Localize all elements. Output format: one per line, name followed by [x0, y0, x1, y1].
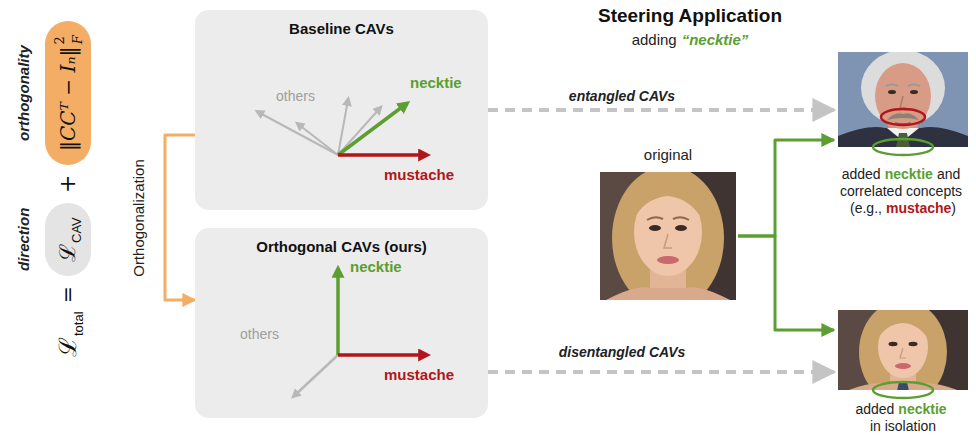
node-text: Baseline CAVs — [289, 20, 394, 37]
node-text: Orthogonal CAVs (ours) — [256, 238, 427, 255]
edge-label: Orthogonalization — [130, 157, 147, 279]
suit — [838, 127, 968, 147]
subtitle-text: “necktie” — [682, 31, 749, 48]
original-face — [600, 172, 736, 300]
orthogonalization-arrow — [165, 135, 195, 300]
brow — [647, 217, 663, 220]
node-text: added — [842, 166, 881, 183]
loss-term-pill: ℒCAV — [45, 203, 91, 276]
branch-arrow — [738, 236, 834, 330]
vector-label: others — [240, 326, 279, 342]
eye — [649, 225, 661, 231]
brow — [908, 85, 920, 87]
lips — [895, 363, 911, 369]
steering-arrow — [488, 108, 834, 112]
node-text: 2 — [53, 36, 66, 44]
node-text: ‖CCᵀ − Iₙ‖ — [58, 47, 78, 151]
node-text: added — [855, 401, 894, 418]
photo-background — [838, 310, 882, 390]
branch-arrow — [738, 140, 834, 236]
face — [875, 63, 931, 129]
photo-background — [838, 310, 968, 390]
neck — [650, 268, 686, 300]
edge-label: entangled CAVs — [567, 88, 677, 104]
vector-label: others — [276, 88, 315, 104]
node-text: (e.g., — [850, 200, 882, 217]
term-label: direction — [16, 208, 31, 271]
collar — [887, 128, 919, 141]
node-text: necktie — [898, 401, 946, 418]
vector-label: necktie — [350, 258, 402, 275]
hair — [861, 52, 945, 126]
node-text: F — [71, 35, 84, 44]
math-subscript: total — [72, 311, 85, 336]
necktie — [897, 382, 909, 390]
image-frame: original — [598, 146, 738, 302]
highlight-ellipse — [873, 139, 933, 155]
node-text: and — [937, 166, 960, 183]
fringe — [877, 315, 930, 342]
vector-label: mustache — [384, 366, 454, 383]
eye — [888, 90, 896, 94]
math-operator: + — [57, 175, 79, 193]
node-text: ℒ — [57, 244, 79, 262]
edge-label: disentangled CAVs — [557, 344, 688, 360]
photo-background — [600, 172, 736, 300]
brow — [886, 85, 898, 87]
vector-label: mustache — [384, 166, 454, 183]
highlight-ellipse — [881, 109, 925, 125]
node-text: correlated concepts — [840, 183, 962, 200]
necktie — [896, 133, 910, 147]
loss-formula: ℒCAV‖CCᵀ − Iₙ‖2Fℒtotal=direction+orthogo… — [8, 15, 100, 425]
loss-term-pill: ‖CCᵀ − Iₙ‖ 2F — [45, 21, 91, 165]
eye — [675, 225, 687, 231]
shoulders — [846, 383, 960, 390]
nose — [664, 234, 672, 248]
cav-panel: Orthogonal CAVs (ours) — [195, 228, 488, 418]
mustache — [887, 113, 919, 120]
nose — [900, 348, 906, 358]
nose — [900, 96, 906, 108]
node-text: original — [598, 146, 738, 163]
figure-title: Steering Application — [500, 5, 880, 27]
hair — [612, 172, 724, 300]
result-face-disentangled — [838, 310, 968, 390]
mouth — [895, 123, 911, 124]
neck — [888, 114, 918, 132]
node-text: necktie — [885, 166, 933, 183]
lips — [657, 256, 679, 264]
node-text: mustache — [886, 200, 951, 217]
result-image: addednecktiein isolation — [834, 310, 972, 435]
neck — [890, 368, 916, 388]
photo-background — [838, 52, 968, 147]
math-operator: = — [58, 286, 78, 303]
eye — [910, 90, 918, 94]
highlight-ellipse — [873, 382, 933, 398]
shoulders — [606, 287, 730, 300]
subtitle-row: adding “necktie” — [500, 31, 880, 48]
result-image: addednecktieandcorrelated concepts(e.g.,… — [834, 52, 972, 217]
face — [634, 188, 702, 276]
node-text: in isolation — [870, 418, 936, 435]
brow — [673, 217, 689, 220]
term-label: orthogonality — [16, 45, 31, 141]
vector-label: necktie — [410, 74, 462, 91]
hair — [859, 310, 947, 390]
node-text: CAV — [70, 217, 83, 243]
math-symbol: ℒ — [56, 337, 80, 357]
face — [878, 316, 928, 378]
photo-background — [600, 172, 648, 300]
node-text: ) — [951, 200, 956, 217]
subtitle-text: adding — [632, 31, 677, 48]
eye — [909, 342, 918, 346]
result-face-entangled — [838, 52, 968, 147]
eye — [889, 342, 898, 346]
steering-arrow — [488, 370, 834, 374]
fringe — [632, 182, 706, 226]
